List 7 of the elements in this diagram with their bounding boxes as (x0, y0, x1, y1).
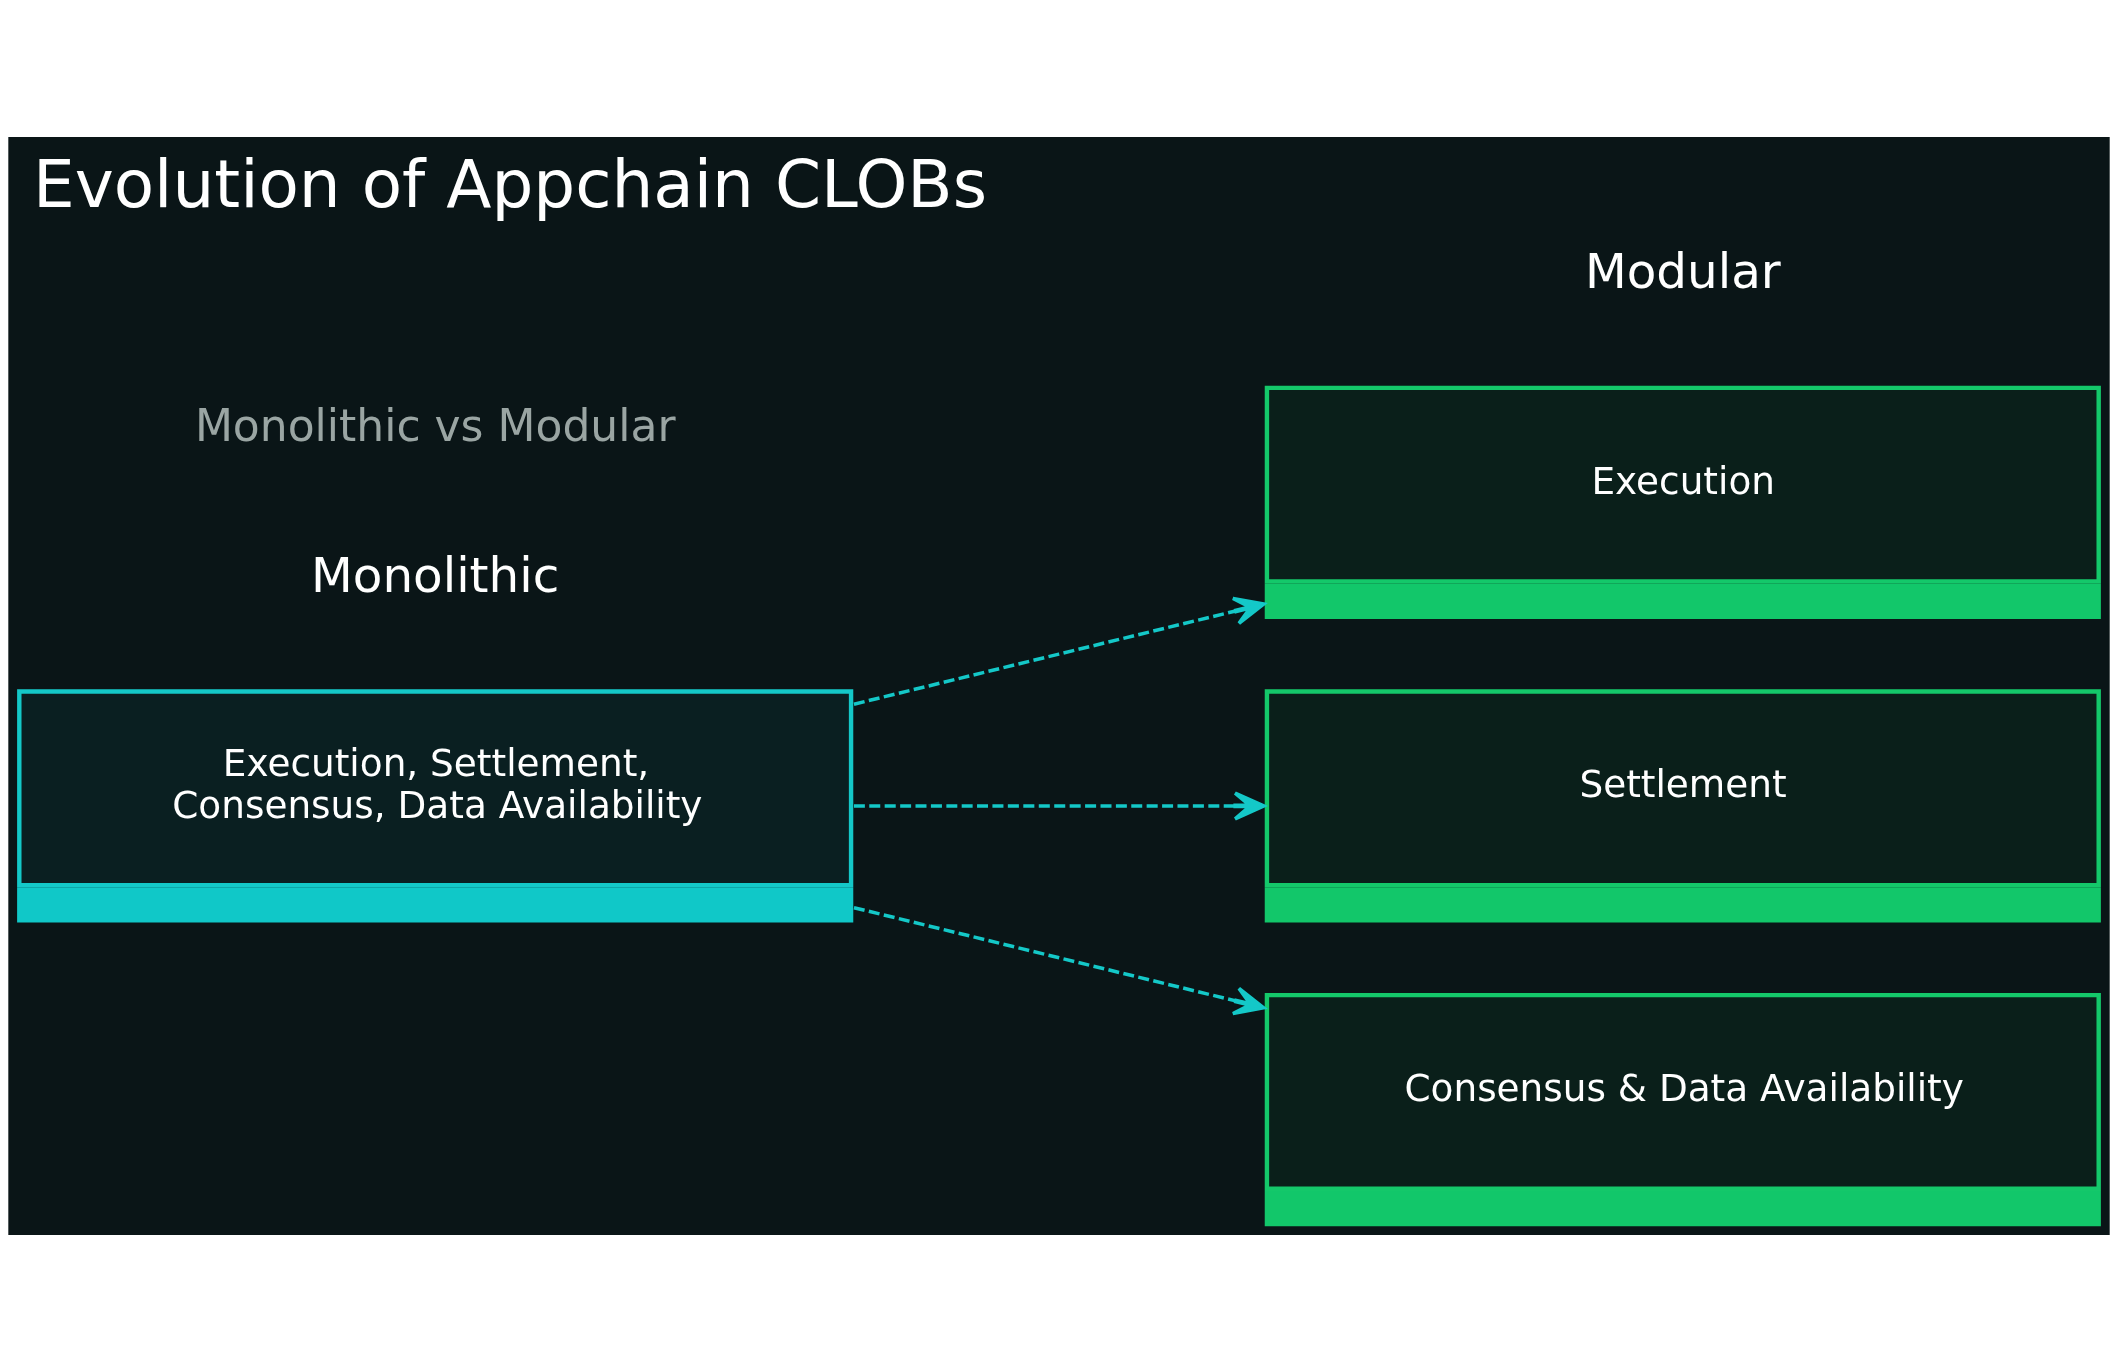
arrow (853, 790, 1266, 821)
label: Monolithic vs Modular (194, 399, 676, 451)
label: Monolithic (311, 546, 560, 603)
diagram-title: Evolution of Appchain CLOBs (32, 145, 988, 223)
label: Modular (1584, 242, 1781, 299)
arrow (853, 596, 1266, 706)
arrow (853, 905, 1266, 1015)
